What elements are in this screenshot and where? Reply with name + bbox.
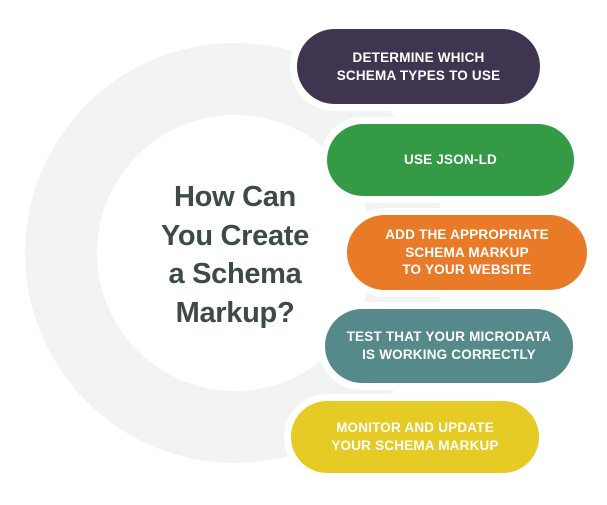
step-pill-4-label: TEST THAT YOUR MICRODATA IS WORKING CORR… bbox=[346, 329, 552, 362]
page-title: How Can You Create a Schema Markup? bbox=[161, 181, 309, 329]
step-pill-2-label: USE JSON-LD bbox=[404, 152, 497, 168]
step-pill-2: USE JSON-LD bbox=[327, 124, 574, 196]
step-pill-4: TEST THAT YOUR MICRODATA IS WORKING CORR… bbox=[325, 309, 573, 383]
step-pill-5-label: MONITOR AND UPDATE YOUR SCHEMA MARKUP bbox=[331, 420, 499, 453]
step-pill-3-label: ADD THE APPROPRIATE SCHEMA MARKUP TO YOU… bbox=[385, 226, 549, 278]
step-pill-1-label: DETERMINE WHICH SCHEMA TYPES TO USE bbox=[336, 49, 501, 83]
step-pill-5: MONITOR AND UPDATE YOUR SCHEMA MARKUP bbox=[291, 401, 539, 473]
step-pill-1: DETERMINE WHICH SCHEMA TYPES TO USE bbox=[297, 29, 540, 104]
step-pill-3: ADD THE APPROPRIATE SCHEMA MARKUP TO YOU… bbox=[347, 215, 587, 290]
